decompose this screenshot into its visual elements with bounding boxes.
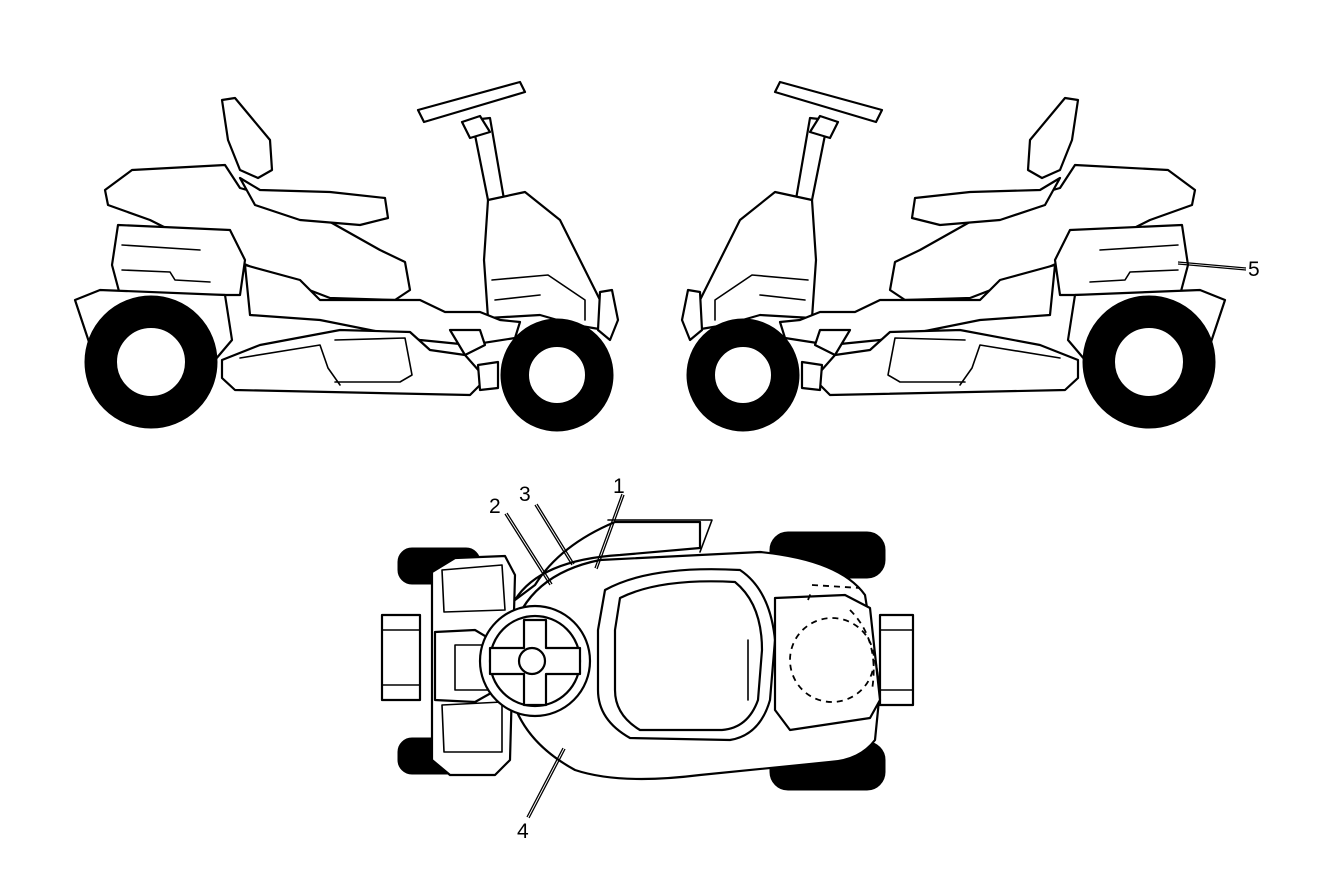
- side-view-left: [73, 80, 620, 432]
- top-view: [380, 519, 915, 791]
- side-left-body: [73, 80, 620, 432]
- callout-label-4: 4: [517, 820, 529, 843]
- engine-cover: [773, 593, 882, 732]
- callout-label-2: 2: [489, 495, 501, 518]
- callout-label-3: 3: [519, 483, 531, 506]
- callout-2: 2: [489, 495, 553, 586]
- callout-3: 3: [519, 483, 575, 566]
- side-right-body: [680, 80, 1227, 432]
- deck-extension-right: [878, 613, 915, 707]
- deck-extension-left: [380, 613, 422, 702]
- side-view-right: [680, 80, 1227, 432]
- callout-1: 1: [594, 475, 625, 570]
- hood-top: [513, 520, 702, 602]
- callout-5: 5: [1177, 258, 1260, 281]
- callout-4: 4: [517, 747, 566, 843]
- callout-label-5: 5: [1248, 258, 1260, 281]
- callout-label-1: 1: [613, 475, 625, 498]
